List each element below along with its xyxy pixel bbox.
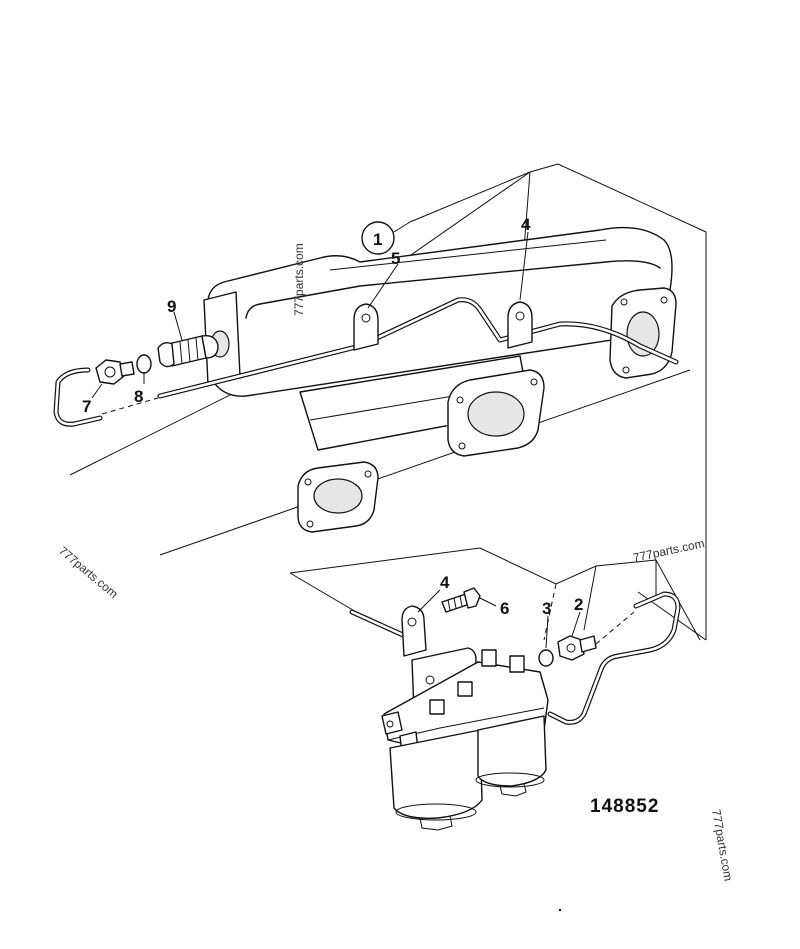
watermark-horizontal: 777parts.com bbox=[632, 536, 706, 565]
callout-9: 9 bbox=[167, 297, 176, 316]
manifold-flange-left bbox=[297, 461, 379, 533]
fuel-filter-assembly bbox=[381, 647, 549, 831]
callout-1: 1 bbox=[373, 230, 382, 249]
stray-dot bbox=[558, 908, 562, 912]
manifold-flange-middle bbox=[447, 369, 545, 457]
sealing-washer-upper bbox=[136, 354, 152, 374]
callout-8: 8 bbox=[134, 387, 143, 406]
callout-7: 7 bbox=[82, 397, 91, 416]
upper-alignment-line bbox=[101, 397, 159, 415]
clamp-bolt bbox=[441, 587, 481, 613]
union-nut-upper bbox=[95, 359, 135, 385]
callout-circle-1 bbox=[361, 221, 395, 255]
filter-return-pipe bbox=[547, 591, 681, 725]
callout-labels: 1 5 4 9 8 7 4 6 3 2 bbox=[82, 215, 583, 618]
callout-5: 5 bbox=[391, 249, 400, 268]
callout-4-bottom: 4 bbox=[440, 573, 450, 592]
pipe-clamp-upper-right bbox=[507, 301, 533, 349]
callout-4-top: 4 bbox=[521, 215, 531, 234]
watermark-vertical: 777parts.com bbox=[292, 243, 306, 316]
watermark-diagonal-left: 777parts.com bbox=[56, 544, 121, 601]
callout-3: 3 bbox=[542, 599, 551, 618]
drawing-reference-number: 148852 bbox=[590, 796, 659, 817]
pipe-clamp-upper-left bbox=[353, 303, 379, 351]
pipe-clamp-lower bbox=[401, 605, 427, 657]
watermark-corner: 777parts.com bbox=[709, 808, 735, 882]
union-nut-lower bbox=[557, 635, 597, 661]
callout-2: 2 bbox=[574, 595, 583, 614]
callout-6: 6 bbox=[500, 599, 509, 618]
upper-return-pipe bbox=[53, 367, 103, 427]
lower-alignment-line bbox=[595, 611, 635, 645]
banjo-union bbox=[157, 335, 219, 368]
leader-lines bbox=[91, 221, 581, 649]
sealing-washer-lower bbox=[538, 649, 554, 667]
exhaust-manifold bbox=[203, 226, 673, 451]
